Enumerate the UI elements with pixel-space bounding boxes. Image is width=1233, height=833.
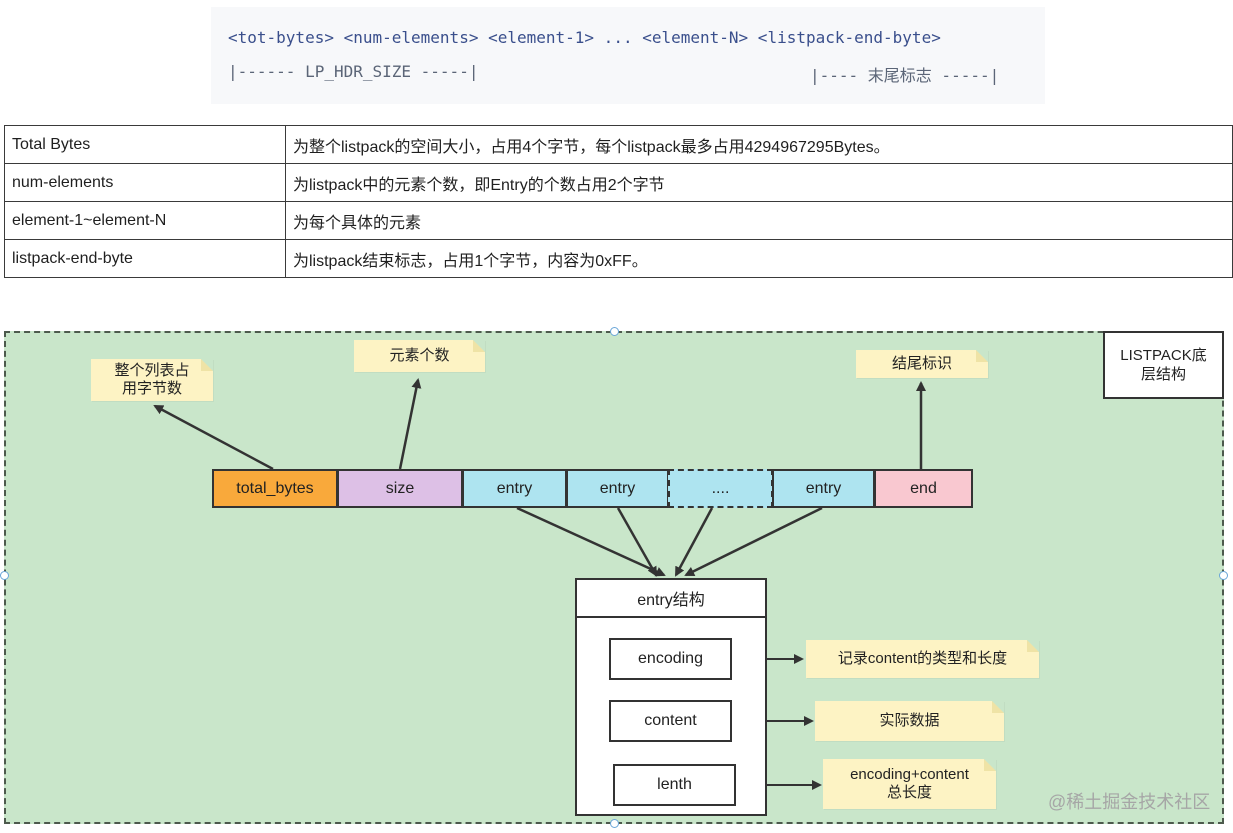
note-line: 用字节数 [121,380,182,397]
entry-structure-title: entry结构 [575,578,767,618]
diagram-title-line: 层结构 [1140,366,1186,383]
arrow-dots [674,507,714,577]
arrow-entry3 [684,506,823,577]
cell-end: end [874,469,973,508]
field-name: Total Bytes [4,125,286,164]
selection-handle-left[interactable] [0,571,9,580]
selection-handle-top[interactable] [610,327,619,336]
arrow-entry1 [516,506,666,577]
diagram-title: LISTPACK底 层结构 [1103,331,1224,399]
field-description: 为listpack中的元素个数，即Entry的个数占用2个字节 [285,163,1233,202]
code-block: <tot-bytes> <num-elements> <element-1> .… [211,7,1045,104]
note-line: 整个列表占 [114,362,190,379]
note-line: 元素个数 [389,347,450,364]
table-row: num-elements 为listpack中的元素个数，即Entry的个数占用… [4,163,1233,202]
note-line: 实际数据 [879,712,940,729]
entry-lenth: lenth [613,764,736,806]
table-row: listpack-end-byte 为listpack结束标志，占用1个字节，内… [4,239,1233,278]
cell-entry: entry [566,469,669,508]
note-end-marker: 结尾标识 [856,350,988,378]
table-row: element-1~element-N 为每个具体的元素 [4,201,1233,240]
cell-size: size [337,469,463,508]
table-row: Total Bytes 为整个listpack的空间大小，占用4个字节，每个li… [4,125,1233,164]
note-elements-count: 元素个数 [354,340,485,372]
code-line-end-flag: |---- 末尾标志 -----| [810,66,1000,85]
arrow-size [398,378,422,470]
selection-handle-right[interactable] [1219,571,1228,580]
code-line-fields: <tot-bytes> <num-elements> <element-1> .… [228,28,941,47]
note-encoding: 记录content的类型和长度 [806,640,1039,678]
entry-encoding: encoding [609,638,732,680]
field-description: 为整个listpack的空间大小，占用4个字节，每个listpack最多占用42… [285,125,1233,164]
note-lenth: encoding+content 总长度 [823,759,996,809]
note-line: encoding+content [850,766,969,783]
note-total-bytes: 整个列表占 用字节数 [91,359,213,401]
cell-ellipsis: .... [668,469,773,508]
note-content: 实际数据 [815,701,1004,741]
listpack-fields-table: Total Bytes 为整个listpack的空间大小，占用4个字节，每个li… [4,125,1233,278]
field-name: listpack-end-byte [4,239,286,278]
cell-entry: entry [772,469,875,508]
arrow-entry2 [616,507,658,577]
diagram-title-line: LISTPACK底 [1120,347,1207,364]
field-name: num-elements [4,163,286,202]
note-line: 总长度 [886,784,932,801]
selection-handle-bottom[interactable] [610,819,619,828]
cell-total-bytes: total_bytes [212,469,338,508]
entry-content: content [609,700,732,742]
cell-entry: entry [462,469,567,508]
note-line: 记录content的类型和长度 [837,650,1008,667]
watermark: @稀土掘金技术社区 [1048,792,1211,812]
code-line-header-size: |------ LP_HDR_SIZE -----| [228,62,479,81]
note-line: 结尾标识 [891,355,952,372]
field-description: 为listpack结束标志，占用1个字节，内容为0xFF。 [285,239,1233,278]
arrow-total-bytes [153,404,274,471]
